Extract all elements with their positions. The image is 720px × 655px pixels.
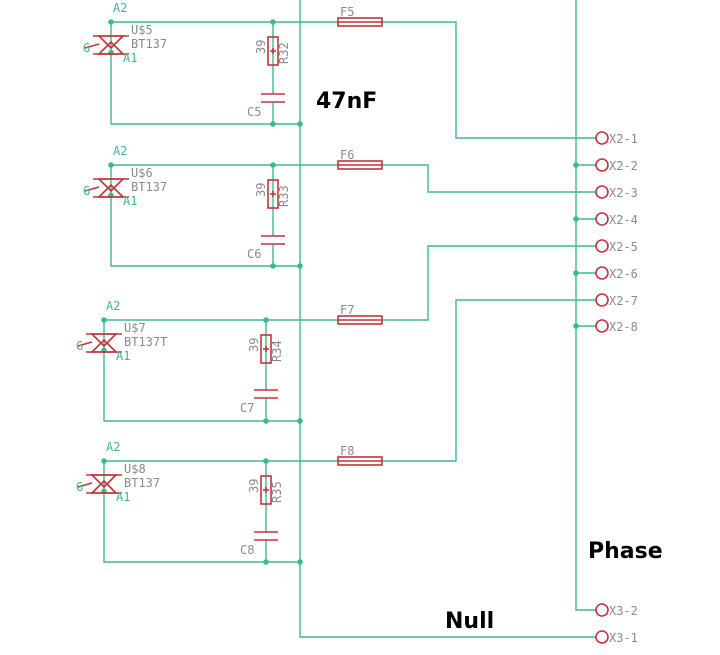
wire — [382, 21, 596, 139]
resistor-name: R35 — [270, 481, 284, 503]
connector-pin-x2-7 — [595, 293, 609, 307]
triac-name: U$6 — [131, 166, 153, 180]
triac-type: BT137 — [131, 180, 167, 194]
fuse-name: F8 — [340, 444, 354, 458]
junction-dot — [297, 559, 303, 565]
a2-label: A2 — [106, 440, 120, 454]
connector-pin-x2-5 — [595, 239, 609, 253]
connector-label: X2-5 — [609, 240, 638, 254]
connector-label: X2-3 — [609, 186, 638, 200]
wire — [103, 320, 300, 422]
triac-gate — [84, 43, 100, 49]
wire — [382, 299, 596, 462]
triac-name: U$8 — [124, 462, 146, 476]
phase-annotation: Phase — [588, 539, 663, 564]
junction-dot — [573, 162, 579, 168]
connector-pin-x2-4 — [595, 212, 609, 226]
capacitor-name: C6 — [247, 247, 261, 261]
gate-label: G — [83, 184, 90, 198]
phase-rail — [575, 0, 596, 611]
connector-pin-x2-3 — [595, 185, 609, 199]
fuse-name: F7 — [340, 303, 354, 317]
connector-pin-x3 — [595, 603, 609, 617]
connector-label: X2-7 — [609, 294, 638, 308]
fuse-name: F5 — [340, 5, 354, 19]
triac-type: BT137 — [124, 476, 160, 490]
a2-label: A2 — [106, 299, 120, 313]
fuse-name: F6 — [340, 148, 354, 162]
connector-pin-x3 — [595, 630, 609, 644]
a1-label: A1 — [116, 490, 130, 504]
a2-label: A2 — [113, 144, 127, 158]
triac-name: U$7 — [124, 321, 146, 335]
resistor-name: R34 — [270, 340, 284, 362]
wire — [382, 164, 596, 193]
capacitor-name: C8 — [240, 543, 254, 557]
resistor-33 — [267, 179, 279, 209]
connector-label: X2-2 — [609, 159, 638, 173]
connector-label: X3-1 — [609, 631, 638, 645]
capacitor-name: C5 — [247, 105, 261, 119]
a1-label: A1 — [123, 194, 137, 208]
triac-type: BT137T — [124, 335, 167, 349]
connector-pin-x2-1 — [595, 131, 609, 145]
junction-dot — [573, 270, 579, 276]
resistor-value: 39 — [247, 338, 261, 352]
resistor-34 — [260, 334, 272, 364]
capacitor-name: C7 — [240, 401, 254, 415]
resistor-value: 39 — [254, 183, 268, 197]
junction-dot — [297, 418, 303, 424]
wires — [101, 0, 596, 638]
connector-pin-x2-6 — [595, 266, 609, 280]
connector-label: X2-4 — [609, 213, 638, 227]
gate-label: G — [76, 480, 83, 494]
junction-dot — [101, 458, 107, 464]
wire — [382, 245, 596, 321]
capacitance-annotation: 47nF — [316, 89, 377, 114]
resistor-name: R32 — [277, 42, 291, 64]
triac-name: U$5 — [131, 23, 153, 37]
wire — [103, 461, 300, 563]
junction-dot — [101, 317, 107, 323]
resistor-value: 39 — [247, 479, 261, 493]
a1-label: A1 — [123, 51, 137, 65]
connector-pin-x2-2 — [595, 158, 609, 172]
resistor-32 — [267, 36, 279, 66]
connector-label: X3-2 — [609, 604, 638, 618]
connector-label: X2-6 — [609, 267, 638, 281]
labels: X2-1X2-2X2-3X2-4X2-5X2-6X2-7X2-8X3-2X3-1… — [76, 1, 638, 645]
triac-type: BT137 — [131, 37, 167, 51]
junction-dot — [573, 216, 579, 222]
junction-dot — [297, 121, 303, 127]
junction-dot — [108, 162, 114, 168]
parts — [77, 17, 609, 644]
connector-label: X2-1 — [609, 132, 638, 146]
connector-label: X2-8 — [609, 320, 638, 334]
junction-dot — [573, 323, 579, 329]
triac-gate — [77, 341, 93, 347]
junction-dot — [108, 19, 114, 25]
null-annotation: Null — [445, 609, 494, 634]
resistor-name: R33 — [277, 185, 291, 207]
triac-gate — [77, 482, 93, 488]
resistor-value: 39 — [254, 40, 268, 54]
triac-gate — [84, 186, 100, 192]
connector-pin-x2-8 — [595, 319, 609, 333]
wire — [110, 165, 300, 267]
junction-dot — [297, 263, 303, 269]
wire — [110, 22, 300, 125]
gate-label: G — [76, 339, 83, 353]
a2-label: A2 — [113, 1, 127, 15]
gate-label: G — [83, 41, 90, 55]
a1-label: A1 — [116, 349, 130, 363]
resistor-35 — [260, 475, 272, 505]
null-rail — [299, 0, 596, 638]
